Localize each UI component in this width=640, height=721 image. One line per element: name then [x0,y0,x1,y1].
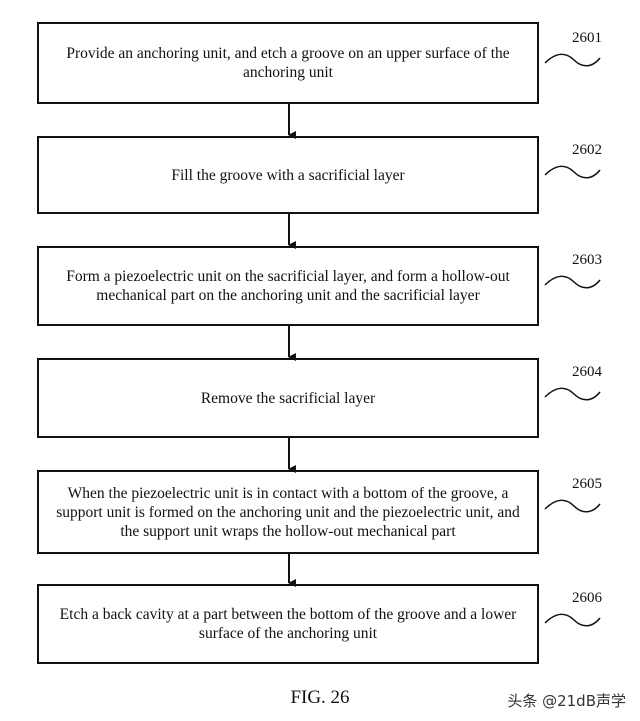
leader-squiggle-2604 [544,387,601,401]
ref-label-2603: 2603 [572,252,602,268]
watermark: 头条 @21dB声学 [507,692,626,710]
ref-label-2601: 2601 [572,30,602,46]
step-box-2603: Form a piezoelectric unit on the sacrifi… [37,246,539,326]
ref-label-2605: 2605 [572,476,602,492]
ref-label-2602: 2602 [572,142,602,158]
leader-squiggle-2606 [544,613,601,627]
ref-label-2604: 2604 [572,364,602,380]
leader-squiggle-2603 [544,275,601,289]
leader-squiggle-2605 [544,499,601,513]
step-box-2601: Provide an anchoring unit, and etch a gr… [37,22,539,104]
step-box-2602: Fill the groove with a sacrificial layer [37,136,539,214]
ref-label-2606: 2606 [572,590,602,606]
step-box-2606: Etch a back cavity at a part between the… [37,584,539,664]
figure-caption: FIG. 26 [290,687,350,708]
leader-squiggle-2602 [544,165,601,179]
leader-squiggle-2601 [544,53,601,67]
